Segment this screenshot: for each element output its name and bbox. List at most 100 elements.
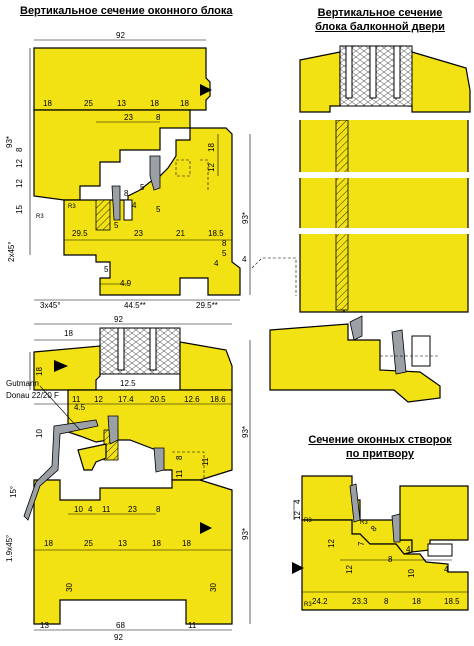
dim-b-r18b: 18 <box>152 539 161 548</box>
balcony-head-right <box>407 51 471 113</box>
balcony-sill <box>269 323 441 403</box>
balcony-door-section <box>251 45 472 403</box>
dim-s-c185: 18.5 <box>444 597 460 606</box>
dim-b-s92: 92 <box>114 633 123 642</box>
dim-s-b10: 10 <box>407 569 416 578</box>
dim-b18: 18 <box>150 99 159 108</box>
dim-b-r13: 13 <box>118 539 127 548</box>
dim-b-w92: 92 <box>114 315 123 324</box>
balcony-head <box>299 51 341 113</box>
dim-s-c242: 24.2 <box>312 597 328 606</box>
dim-a18: 18 <box>43 99 52 108</box>
label-donau: Donau 22/20 F <box>6 391 59 400</box>
frame-body <box>33 479 233 625</box>
balcony-leaf-right <box>343 117 469 313</box>
dim-b-v30b: 30 <box>209 583 218 592</box>
marker-left-triangle <box>54 360 68 372</box>
dim-s-r3c: R3 <box>304 602 312 608</box>
dim-b-p186: 18.6 <box>210 395 226 404</box>
rebate-lower-sash <box>301 519 469 611</box>
dim-b-v93: 93* <box>241 426 250 438</box>
title-window-block: Вертикальное сечение оконного блока <box>20 5 233 17</box>
window-seal-lower <box>111 185 121 221</box>
dim-s-c18: 18 <box>412 597 421 606</box>
dim-s5c: 5 <box>114 221 119 230</box>
dim-b-v10: 10 <box>35 429 44 438</box>
dim-v8: 8 <box>15 147 24 152</box>
dim-f8: 8 <box>222 239 227 248</box>
dim-b-p125: 12.5 <box>120 379 136 388</box>
dim-b-p126: 12.6 <box>184 395 200 404</box>
dim-b-p174: 17.4 <box>118 395 134 404</box>
dim-s-b8: 8 <box>388 555 393 564</box>
dim-b-v11a: 11 <box>175 469 184 478</box>
dim-b-s13: 13 <box>40 621 49 630</box>
dim-e23: 23 <box>134 229 143 238</box>
title-sashes-line1: Сечение оконных створок <box>308 434 452 446</box>
dim-f5: 5 <box>222 249 227 258</box>
dim-b-q8: 8 <box>156 505 161 514</box>
dim-s-r3b: R3 <box>360 520 368 526</box>
window-seal-upper <box>149 155 161 191</box>
dim-w92: 92 <box>116 31 125 40</box>
dim-b-v18: 18 <box>35 367 44 376</box>
window-glass-edge <box>123 199 133 221</box>
dim-b-v15: 15° <box>9 486 18 498</box>
dim-s8: 8 <box>124 189 129 198</box>
dim-b-r18: 18 <box>44 539 53 548</box>
title-balcony-line2: блока балконной двери <box>315 21 445 33</box>
dim-s4: 4 <box>132 201 137 210</box>
dim-r3b: R3 <box>68 204 76 210</box>
rebate-marker-triangle <box>292 562 304 574</box>
balcony-core <box>335 119 349 311</box>
dim-b-v93b: 93* <box>241 528 250 540</box>
dim-f4a: 4 <box>214 259 219 268</box>
marker-right-triangle <box>200 522 212 534</box>
dim-v93b: 93* <box>241 212 250 224</box>
dim-b-s11: 11 <box>188 621 197 630</box>
balcony-break-3 <box>296 228 472 234</box>
dim-b-v19: 1.9x45° <box>5 535 14 562</box>
gutmann-drip <box>23 419 99 521</box>
dim-g5: 5 <box>104 265 109 274</box>
dim-b-p11: 11 <box>72 395 81 404</box>
dim-h3x45: 3x45° <box>40 301 61 310</box>
title-sashes-line2: по притвору <box>346 448 414 460</box>
dim-b-p45: 4.5 <box>74 403 86 412</box>
dim-s-c8: 8 <box>384 597 389 606</box>
balcony-break-1 <box>296 114 472 120</box>
glazing-unit <box>99 327 181 375</box>
dim-b-v30a: 30 <box>65 583 74 592</box>
sash-right <box>179 341 233 391</box>
dim-c18: 18 <box>180 99 189 108</box>
dim-s-v12: 12 <box>293 511 302 520</box>
dim-b-q10: 10 <box>74 505 83 514</box>
dim-e29: 29.5 <box>72 229 88 238</box>
dim-s-r3a: R3 <box>304 518 312 524</box>
dim-s-a8: 8 <box>369 524 379 534</box>
sash-rebate-section <box>292 475 469 611</box>
dim-d8: 8 <box>156 113 161 122</box>
dim-s-b12: 12 <box>345 565 354 574</box>
dim-b-v11b: 11 <box>201 457 210 466</box>
dim-b-p205: 20.5 <box>150 395 166 404</box>
dim-v12c: 12 <box>207 163 216 172</box>
dim-s-c233: 23.3 <box>352 597 368 606</box>
dim-e21: 21 <box>176 229 185 238</box>
sash-rebate-dims: R3 R3 R3 12 4 12 8 7 4 8 10 4 12 24.2 23… <box>293 499 460 608</box>
dim-b-s68: 68 <box>116 621 125 630</box>
dim-b-q4: 4 <box>88 505 93 514</box>
dim-h295: 29.5** <box>196 301 218 310</box>
window-frame-core <box>95 199 111 231</box>
dim-b-r18c: 18 <box>182 539 191 548</box>
dim-s-a7: 7 <box>357 541 366 546</box>
dim-s-a4: 4 <box>406 545 411 554</box>
dim-s-a12: 12 <box>327 539 336 548</box>
dim-e18: 18.5 <box>208 229 224 238</box>
dim-s5a: 5 <box>140 183 145 192</box>
dim-b-a18: 18 <box>64 329 73 338</box>
dim-b-q23: 23 <box>128 505 137 514</box>
dim-v15: 15 <box>15 205 24 214</box>
